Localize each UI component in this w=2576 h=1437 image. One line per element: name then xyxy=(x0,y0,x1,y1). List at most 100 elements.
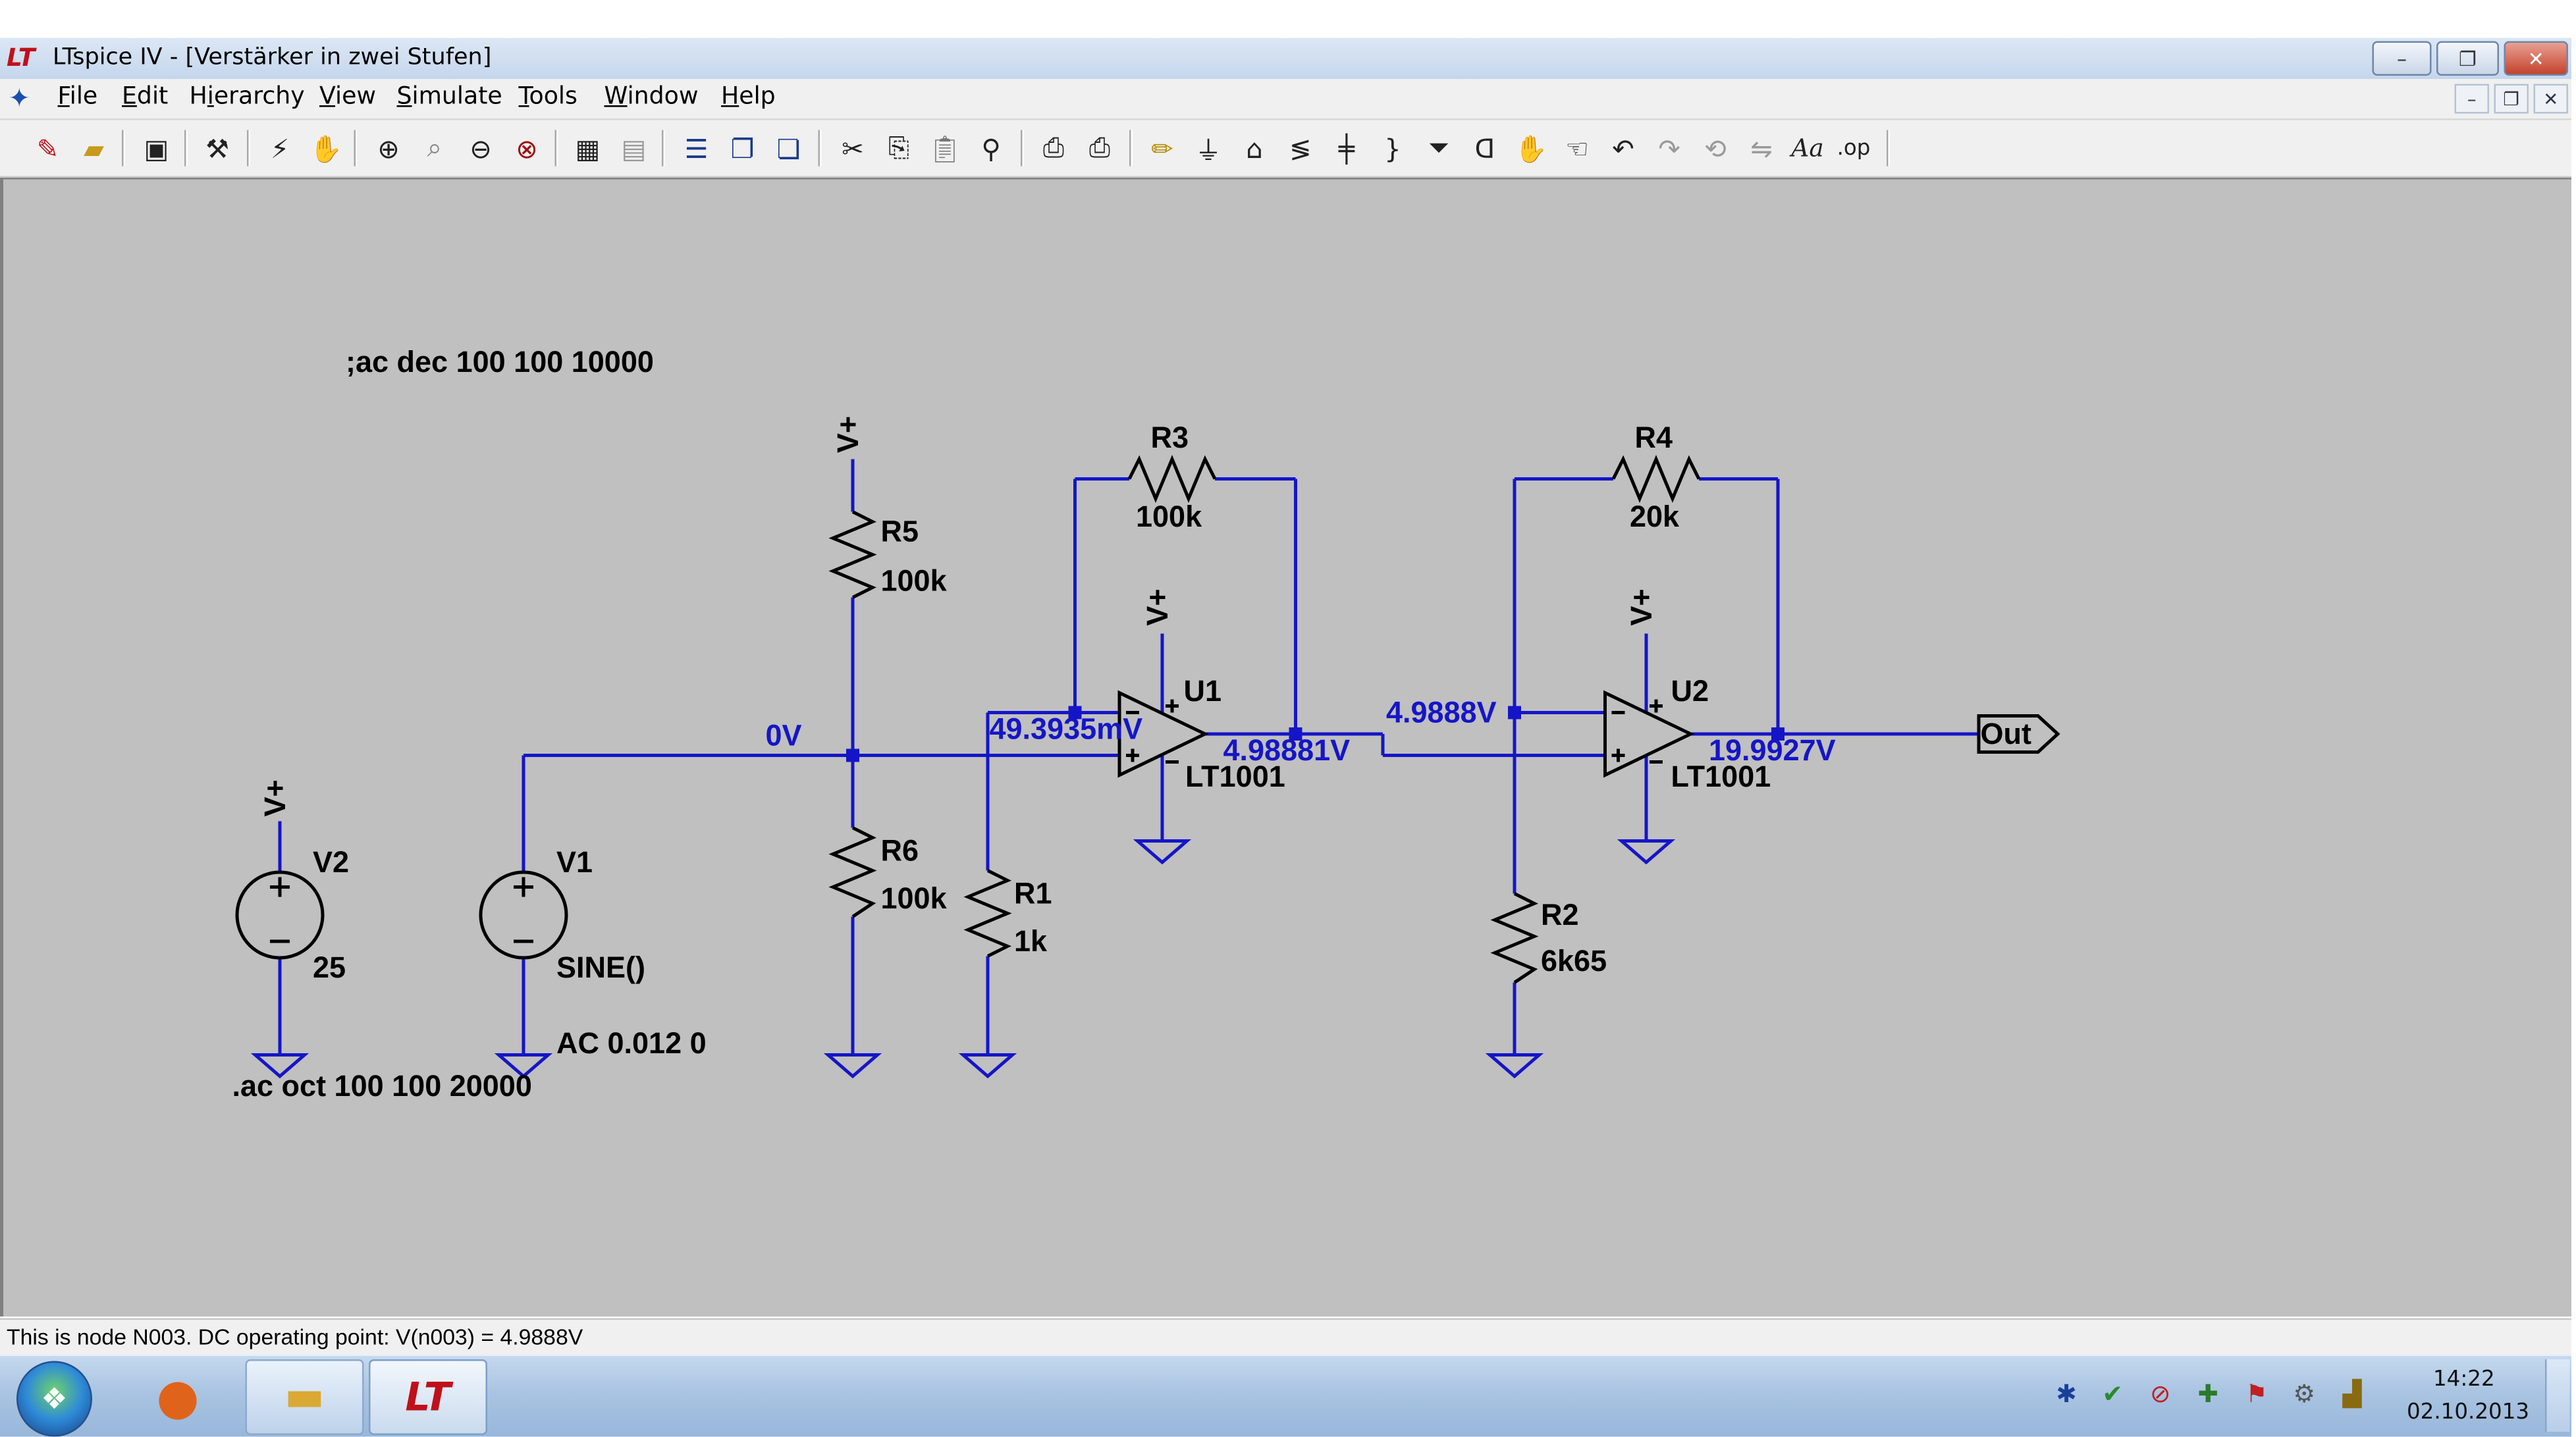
r2-value[interactable]: 6k65 xyxy=(1541,945,1607,978)
rotate-icon[interactable]: ⟲ xyxy=(1704,132,1727,164)
ground-icon[interactable] xyxy=(494,1053,553,1079)
mdi-restore-button[interactable]: ❐ xyxy=(2494,84,2529,114)
ground-icon[interactable] xyxy=(1485,1053,1544,1079)
ground-icon[interactable] xyxy=(1133,839,1192,865)
volume-muted-icon[interactable]: ⊘ xyxy=(2150,1379,2171,1409)
restore-button[interactable]: ❐ xyxy=(2436,41,2499,76)
new-schematic-icon[interactable]: ✎ xyxy=(36,132,59,164)
grid-icon[interactable]: ▤ xyxy=(621,132,647,164)
menu-view[interactable]: View xyxy=(319,84,376,111)
out-port-label[interactable]: Out xyxy=(1980,718,2032,750)
network-icon[interactable]: ⚙ xyxy=(2293,1379,2316,1409)
signal-icon[interactable]: ▟ xyxy=(2342,1379,2362,1409)
supply-label-u1[interactable]: V+ xyxy=(1141,588,1175,626)
r1-value[interactable]: 1k xyxy=(1014,925,1048,958)
v2-value[interactable]: 25 xyxy=(313,951,346,984)
menu-file[interactable]: File xyxy=(58,84,98,111)
save-icon[interactable]: ▣ xyxy=(144,132,169,164)
menu-simulate[interactable]: Simulate xyxy=(397,84,502,111)
menu-help[interactable]: Help xyxy=(721,84,776,111)
r6-value[interactable]: 100k xyxy=(880,882,947,915)
cascade-icon[interactable]: ❐ xyxy=(730,132,755,164)
redo-icon[interactable]: ↷ xyxy=(1658,132,1680,164)
clock-date[interactable]: 02.10.2013 xyxy=(2407,1400,2530,1426)
resistor-r4[interactable] xyxy=(1611,455,1701,503)
supply-label-u2[interactable]: V+ xyxy=(1625,588,1659,626)
explorer-taskbar-button[interactable]: ▬ xyxy=(245,1359,364,1435)
zoom-fit-icon[interactable]: ⊗ xyxy=(516,132,538,164)
minimize-button[interactable]: – xyxy=(2372,41,2432,76)
zoom-in-icon[interactable]: ⊕ xyxy=(377,132,400,164)
drag-icon[interactable]: ☜ xyxy=(1565,132,1589,164)
halt-icon[interactable]: ✋ xyxy=(309,132,342,164)
resistor-r5[interactable] xyxy=(828,510,877,599)
tile-horizontal-icon[interactable]: ☰ xyxy=(684,132,709,164)
mirror-icon[interactable]: ⇋ xyxy=(1750,132,1773,164)
run-icon[interactable]: ⚡ xyxy=(270,132,290,164)
ground-icon[interactable]: ⏚ xyxy=(1194,135,1221,167)
r5-value[interactable]: 100k xyxy=(880,564,947,598)
title-bar[interactable]: LT LTspice IV - [Verstärker in zwei Stuf… xyxy=(0,38,2571,81)
firefox-taskbar-button[interactable]: ● xyxy=(135,1363,221,1432)
mdi-minimize-button[interactable]: – xyxy=(2454,84,2489,114)
v1-ac-value[interactable]: AC 0.012 0 xyxy=(556,1027,707,1060)
copy-icon[interactable]: ⎘ xyxy=(888,132,910,163)
bluetooth-icon[interactable]: ✱ xyxy=(2056,1379,2077,1409)
autorange-icon[interactable]: ▦ xyxy=(575,132,601,164)
safely-remove-icon[interactable]: ✔ xyxy=(2102,1379,2123,1409)
v1-value[interactable]: SINE() xyxy=(556,951,645,984)
ground-icon[interactable] xyxy=(823,1053,882,1079)
undo-icon[interactable]: ↶ xyxy=(1612,132,1634,164)
opamp-u2[interactable] xyxy=(1603,690,1695,778)
menu-window[interactable]: Window xyxy=(604,84,699,111)
zoom-area-icon[interactable]: ⌕ xyxy=(427,132,443,163)
mdi-close-button[interactable]: ✕ xyxy=(2533,84,2568,114)
u2-value[interactable]: LT1001 xyxy=(1671,760,1771,793)
schematic-canvas[interactable]: ;ac dec 100 100 10000 .ac oct 100 100 20… xyxy=(0,178,2571,1317)
r3-value[interactable]: 100k xyxy=(1136,500,1202,533)
action-center-icon[interactable]: ✚ xyxy=(2197,1379,2218,1409)
show-desktop-button[interactable] xyxy=(2545,1359,2570,1432)
ltspice-taskbar-button[interactable]: LT xyxy=(369,1359,487,1435)
opamp-u1[interactable] xyxy=(1117,690,1209,778)
menu-tools[interactable]: Tools xyxy=(519,84,577,111)
u1-value[interactable]: LT1001 xyxy=(1185,760,1285,793)
resistor-r3[interactable] xyxy=(1127,455,1217,503)
inductor-icon[interactable]: } xyxy=(1384,132,1401,164)
close-button[interactable]: ✕ xyxy=(2504,41,2568,76)
print-icon[interactable]: ⎙ xyxy=(1088,132,1111,163)
menu-hierarchy[interactable]: Hierarchy xyxy=(190,84,305,111)
out-port[interactable] xyxy=(1977,714,2060,754)
source-v1[interactable] xyxy=(479,870,568,960)
resistor-r6[interactable] xyxy=(828,826,877,918)
resistor-r1[interactable] xyxy=(963,869,1012,958)
draw-wire-icon[interactable]: ✏ xyxy=(1151,132,1173,164)
label-net-icon[interactable]: ⌂ xyxy=(1246,132,1263,164)
spice-directive-icon[interactable]: .op xyxy=(1837,136,1871,161)
control-panel-icon[interactable]: ⚒ xyxy=(205,132,229,164)
source-v2[interactable] xyxy=(235,870,325,960)
capacitor-icon[interactable]: ╪ xyxy=(1338,132,1355,164)
r4-value[interactable]: 20k xyxy=(1630,500,1680,533)
open-icon[interactable]: ▰ xyxy=(84,132,104,164)
ac-directive[interactable]: .ac oct 100 100 20000 xyxy=(232,1070,532,1103)
text-icon[interactable]: Aa xyxy=(1791,133,1824,163)
commented-directive[interactable]: ;ac dec 100 100 10000 xyxy=(346,346,654,379)
ground-icon[interactable] xyxy=(958,1053,1017,1079)
resistor-r2[interactable] xyxy=(1490,892,1539,984)
component-icon[interactable]: ᗡ xyxy=(1474,132,1495,164)
menu-edit[interactable]: Edit xyxy=(122,84,168,111)
paste-icon[interactable]: 📋︎ xyxy=(928,132,962,164)
supply-label-v2[interactable]: V+ xyxy=(259,779,292,817)
find-icon[interactable]: ⚲ xyxy=(981,132,1001,164)
ground-icon[interactable] xyxy=(1617,839,1676,865)
zoom-out-icon[interactable]: ⊖ xyxy=(470,132,492,164)
ground-icon[interactable] xyxy=(250,1053,309,1079)
diode-icon[interactable]: ⏷ xyxy=(1428,132,1450,163)
cut-icon[interactable]: ✂ xyxy=(842,132,864,164)
print-setup-icon[interactable]: ⎙ xyxy=(1042,132,1065,163)
app-menu-icon[interactable]: ✦ xyxy=(8,82,31,114)
clock-time[interactable]: 14:22 xyxy=(2433,1367,2495,1393)
supply-label-r5[interactable]: V+ xyxy=(832,415,865,454)
start-button[interactable]: ❖ xyxy=(16,1361,92,1437)
